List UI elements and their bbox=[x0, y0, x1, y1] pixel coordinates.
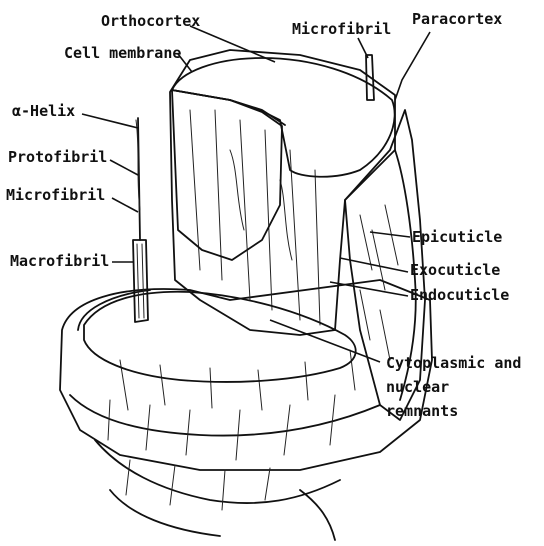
label-cytoplasmic-line3: remnants bbox=[386, 402, 458, 420]
leader-protofibril bbox=[110, 160, 138, 175]
leader-microfibril-left bbox=[112, 198, 138, 212]
label-exocuticle: Exocuticle bbox=[410, 261, 500, 279]
cuticle-scales bbox=[60, 280, 432, 540]
label-macrofibril: Macrofibril bbox=[10, 252, 109, 270]
label-epicuticle: Epicuticle bbox=[412, 228, 502, 246]
label-alpha-helix: α-Helix bbox=[12, 102, 75, 120]
label-cytoplasmic-line1: Cytoplasmic and bbox=[386, 354, 521, 372]
label-paracortex: Paracortex bbox=[412, 10, 502, 28]
ortho-block bbox=[172, 90, 282, 260]
label-cell-membrane: Cell membrane bbox=[64, 44, 181, 62]
label-orthocortex: Orthocortex bbox=[101, 12, 200, 30]
label-endocuticle: Endocuticle bbox=[410, 286, 509, 304]
label-microfibril-top: Microfibril bbox=[292, 20, 391, 38]
leader-epicuticle bbox=[370, 232, 410, 237]
label-cytoplasmic-line2: nuclear bbox=[386, 378, 449, 396]
cortex-top-face bbox=[172, 58, 395, 177]
leader-microfibril-top bbox=[358, 38, 368, 58]
leader-endocuticle bbox=[330, 282, 408, 296]
labels: Orthocortex Microfibril Paracortex Cell … bbox=[6, 10, 521, 420]
label-protofibril: Protofibril bbox=[8, 148, 107, 166]
leader-paracortex bbox=[395, 32, 430, 100]
leader-alpha-helix bbox=[82, 114, 138, 128]
label-microfibril-left: Microfibril bbox=[6, 186, 105, 204]
